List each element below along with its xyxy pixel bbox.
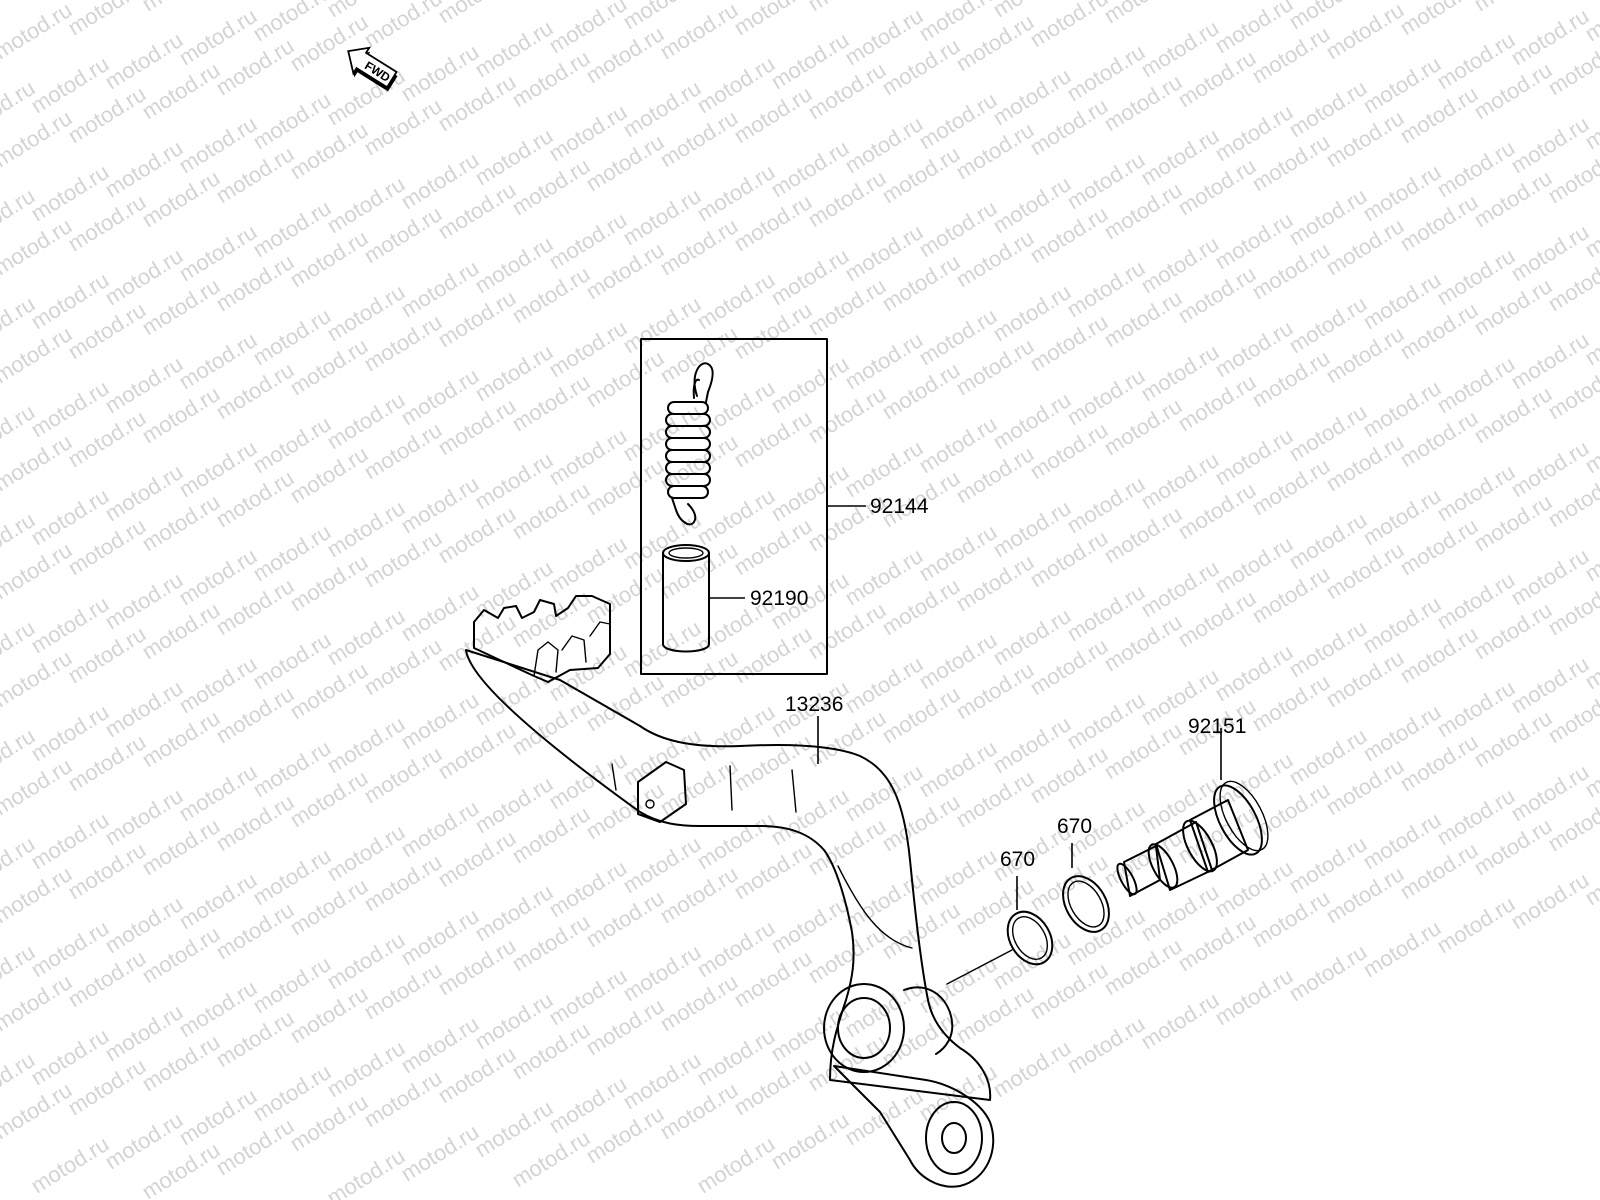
watermark-text: motod.ru	[1358, 915, 1445, 982]
callout-92151: 92151	[1188, 715, 1246, 738]
callout-92190: 92190	[750, 587, 808, 610]
watermark-text: motod.ru	[1506, 867, 1593, 934]
watermark-text: motod.ru	[0, 0, 76, 64]
watermark-text: motod.ru	[803, 0, 890, 16]
o-ring-outer	[1062, 875, 1110, 933]
watermark-text: motod.ru	[1580, 0, 1600, 46]
watermark-text: motod.ru	[988, 1035, 1075, 1102]
fwd-direction-marker: FWD	[347, 46, 398, 92]
watermark-text: motod.ru	[729, 0, 816, 40]
watermark-text: motod.ru	[396, 1119, 483, 1186]
brake-pedal	[465, 595, 995, 1188]
pivot-bolt	[1116, 780, 1269, 897]
watermark-text: motod.ru	[322, 1143, 409, 1200]
callout-670-outer: 670	[1057, 815, 1092, 838]
watermark-text: motod.ru	[1284, 939, 1371, 1006]
watermark-text: motod.ru	[1432, 891, 1519, 958]
arrow-left-icon	[347, 46, 398, 92]
watermark-text: motod.ru	[1099, 0, 1186, 28]
watermark-text: motod.ru	[63, 0, 150, 40]
watermark-text: motod.ru	[1136, 987, 1223, 1054]
callout-92144: 92144	[870, 495, 929, 518]
o-ring-inner	[1006, 910, 1054, 966]
watermark-text: motod.ru	[1210, 963, 1297, 1030]
watermark-text: motod.ru	[433, 0, 520, 28]
callout-670-inner: 670	[1000, 848, 1035, 871]
watermark-text: motod.ru	[692, 1131, 779, 1198]
callout-13236: 13236	[785, 693, 843, 716]
watermark-text: motod.ru	[137, 0, 224, 16]
leader-lines	[709, 505, 1222, 985]
return-spring	[665, 362, 714, 526]
watermark-text: motod.ru	[1395, 0, 1482, 40]
watermark-text: motod.ru	[766, 1107, 853, 1174]
watermark-text: motod.ru	[1469, 0, 1556, 16]
collar	[662, 544, 710, 653]
watermark-text: motod.ru	[26, 1131, 113, 1198]
watermark-text: motod.ru	[1062, 1011, 1149, 1078]
